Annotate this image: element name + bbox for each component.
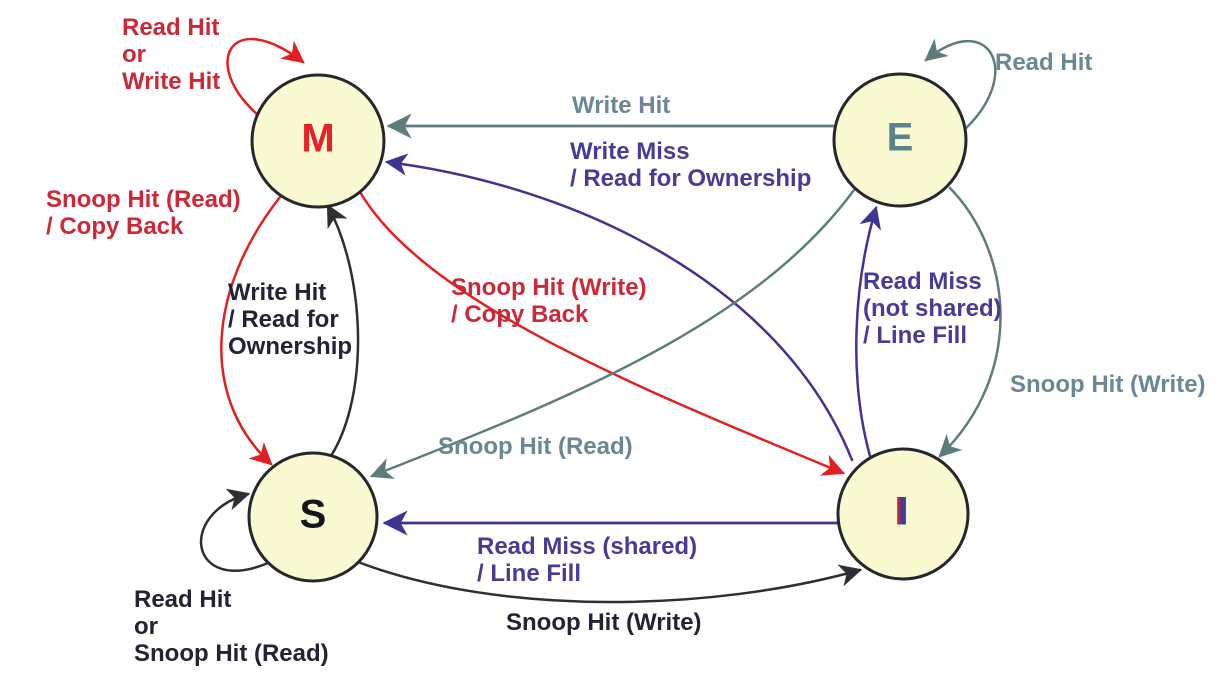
edge-m-self-loop bbox=[226, 37, 305, 117]
edge-e-self-loop bbox=[924, 38, 997, 132]
node-e-circle bbox=[832, 72, 968, 208]
node-s-label: S bbox=[299, 492, 327, 537]
edge-i-to-e bbox=[855, 205, 881, 458]
label-e-to-m: Write Hit bbox=[572, 92, 671, 119]
node-m-circle bbox=[250, 73, 386, 209]
node-e-label: E bbox=[886, 115, 914, 160]
edge-e-to-s bbox=[369, 188, 856, 480]
label-m-to-i: Snoop Hit (Write) / Copy Back bbox=[451, 274, 647, 328]
label-e-to-i: Snoop Hit (Write) bbox=[1010, 371, 1206, 398]
node-i-label: I bbox=[897, 489, 909, 534]
edge-s-self-loop bbox=[199, 488, 270, 572]
label-m-to-s: Snoop Hit (Read) / Copy Back bbox=[46, 186, 241, 240]
label-i-to-s: Read Miss (shared) / Line Fill bbox=[477, 533, 698, 587]
label-e-self-loop: Read Hit bbox=[995, 49, 1093, 76]
label-m-self-loop: Read Hit or Write Hit bbox=[122, 14, 221, 95]
label-i-to-e: Read Miss (not shared) / Line Fill bbox=[863, 268, 1002, 349]
edge-m-to-s bbox=[220, 195, 282, 466]
edge-m-to-i bbox=[358, 190, 846, 476]
edge-s-to-m bbox=[326, 204, 360, 458]
label-s-to-m: Write Hit / Read for Ownership bbox=[228, 279, 353, 360]
edge-e-to-i bbox=[938, 186, 1002, 458]
label-i-to-m: Write Miss / Read for Ownership bbox=[570, 138, 812, 192]
label-e-to-s: Snoop Hit (Read) bbox=[438, 433, 633, 460]
edge-i-to-m bbox=[384, 153, 854, 462]
label-s-self-loop: Read Hit or Snoop Hit (Read) bbox=[134, 586, 329, 667]
label-s-to-i: Snoop Hit (Write) bbox=[506, 609, 702, 636]
node-i-circle bbox=[836, 447, 970, 581]
node-m-label: M bbox=[301, 116, 335, 161]
edge-s-to-i bbox=[356, 560, 863, 604]
node-s-circle bbox=[247, 451, 379, 583]
